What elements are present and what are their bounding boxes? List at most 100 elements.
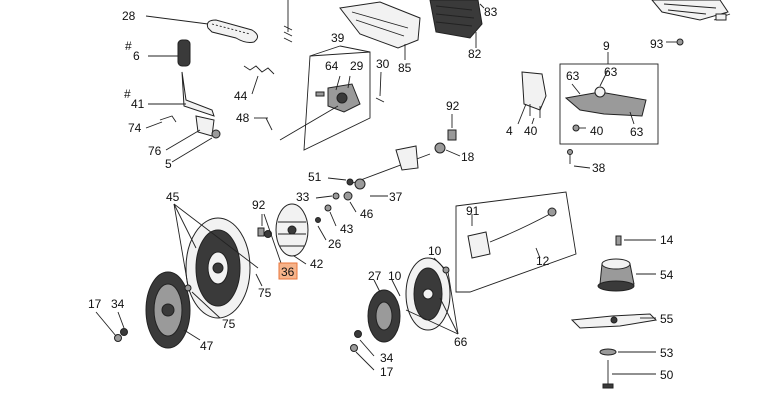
label-83[interactable]: 83 [484,5,498,19]
handle-part-top-right[interactable] [651,0,729,21]
label-4[interactable]: 4 [506,124,513,138]
belt-28[interactable] [206,19,258,43]
spring-44[interactable] [243,65,275,75]
screws-40a[interactable] [529,104,541,118]
label-30[interactable]: 30 [376,57,390,71]
nut-34a[interactable] [120,328,128,336]
label-63b[interactable]: 63 [566,69,580,83]
label-44[interactable]: 44 [234,89,248,103]
washer-53[interactable] [599,348,617,356]
label-17b[interactable]: 17 [380,365,394,379]
bolt-17a[interactable] [114,334,122,342]
label-74[interactable]: 74 [128,121,142,135]
nut-10a[interactable] [442,266,450,274]
screw-38[interactable] [567,149,573,165]
label-42[interactable]: 42 [310,257,324,271]
screw-30[interactable] [375,97,385,103]
lever-knob-6[interactable] [177,39,191,67]
label-5[interactable]: 5 [165,157,172,171]
grass-bag-82[interactable] [429,0,483,39]
key-14[interactable] [615,235,622,246]
height-lever-41[interactable] [181,71,215,117]
label-34a[interactable]: 34 [111,297,125,311]
label-51[interactable]: 51 [308,170,322,184]
screw-93[interactable] [666,38,684,46]
label-47[interactable]: 47 [200,339,214,353]
label-76[interactable]: 76 [148,144,162,158]
washer-33[interactable] [332,192,340,200]
spring-26[interactable] [315,217,321,223]
blade-bolt-50[interactable] [602,360,614,389]
label-26[interactable]: 26 [328,237,342,251]
rear-axle-37[interactable] [349,142,446,190]
label-28[interactable]: 28 [122,9,136,23]
rear-wheel-tire-45[interactable] [185,217,251,319]
key-64[interactable] [315,91,325,97]
label-50[interactable]: 50 [660,368,674,382]
spring-top[interactable] [283,0,293,43]
label-55[interactable]: 55 [660,312,674,326]
label-18[interactable]: 18 [461,150,475,164]
front-wheel-tire-10[interactable] [405,257,451,331]
label-45[interactable]: 45 [166,190,180,204]
label-36[interactable]: 36 [281,265,295,279]
label-17a[interactable]: 17 [88,297,102,311]
label-34b[interactable]: 34 [380,351,394,365]
label-40b[interactable]: 40 [590,124,604,138]
label-63c[interactable]: 63 [630,125,644,139]
rear-wheel-cap-47[interactable] [145,271,191,349]
bushing-51[interactable] [346,178,354,186]
gear-46[interactable] [343,191,353,201]
label-27[interactable]: 27 [368,269,382,283]
label-75b[interactable]: 75 [222,317,236,331]
label-6[interactable]: 6 [133,49,140,63]
label-10b[interactable]: 10 [388,269,402,283]
front-wheel-cap-27[interactable] [367,289,401,343]
label-63a[interactable]: 63 [604,65,618,79]
clutch-cable-12[interactable] [467,207,557,259]
label-40a[interactable]: 40 [524,124,538,138]
rear-cover-85[interactable] [339,1,421,49]
label-41[interactable]: 41 [131,97,145,111]
label-64[interactable]: 64 [325,59,339,73]
label-46[interactable]: 46 [360,207,374,221]
pawl-43[interactable] [324,204,332,212]
label-12[interactable]: 12 [536,254,550,268]
screw-40b[interactable] [572,124,586,132]
hub-cap-42[interactable] [275,203,309,257]
label-33[interactable]: 33 [296,190,310,204]
label-92a[interactable]: 92 [446,99,460,113]
nut-5[interactable] [211,129,221,139]
label-39[interactable]: 39 [331,31,345,45]
nut-36[interactable] [264,230,272,238]
blade-55[interactable] [570,313,658,329]
label-91[interactable]: 91 [466,204,480,218]
label-43[interactable]: 43 [340,222,354,236]
bolt-92b[interactable] [257,227,265,237]
label-9[interactable]: 9 [603,39,610,53]
washer-75b[interactable] [184,284,192,292]
blade-adapter-54[interactable] [597,258,635,292]
label-14[interactable]: 14 [660,233,674,247]
bushing-92a[interactable] [447,129,457,141]
label-37[interactable]: 37 [389,190,403,204]
label-38[interactable]: 38 [592,161,606,175]
label-82[interactable]: 82 [468,47,482,61]
label-29[interactable]: 29 [350,59,364,73]
bracket-76[interactable] [195,115,215,137]
gearbox-29[interactable] [279,83,361,141]
spring-74[interactable] [159,115,177,123]
pin-48[interactable] [265,117,273,131]
label-92b[interactable]: 92 [252,198,266,212]
nut-34b[interactable] [354,330,362,338]
label-85[interactable]: 85 [398,61,412,75]
label-48[interactable]: 48 [236,111,250,125]
label-10[interactable]: 10 [428,244,442,258]
label-93[interactable]: 93 [650,37,664,51]
deflector-63[interactable] [564,86,647,117]
label-53[interactable]: 53 [660,346,674,360]
label-66[interactable]: 66 [454,335,468,349]
label-75a[interactable]: 75 [258,286,272,300]
bracket-4[interactable] [521,71,547,111]
label-54[interactable]: 54 [660,268,674,282]
